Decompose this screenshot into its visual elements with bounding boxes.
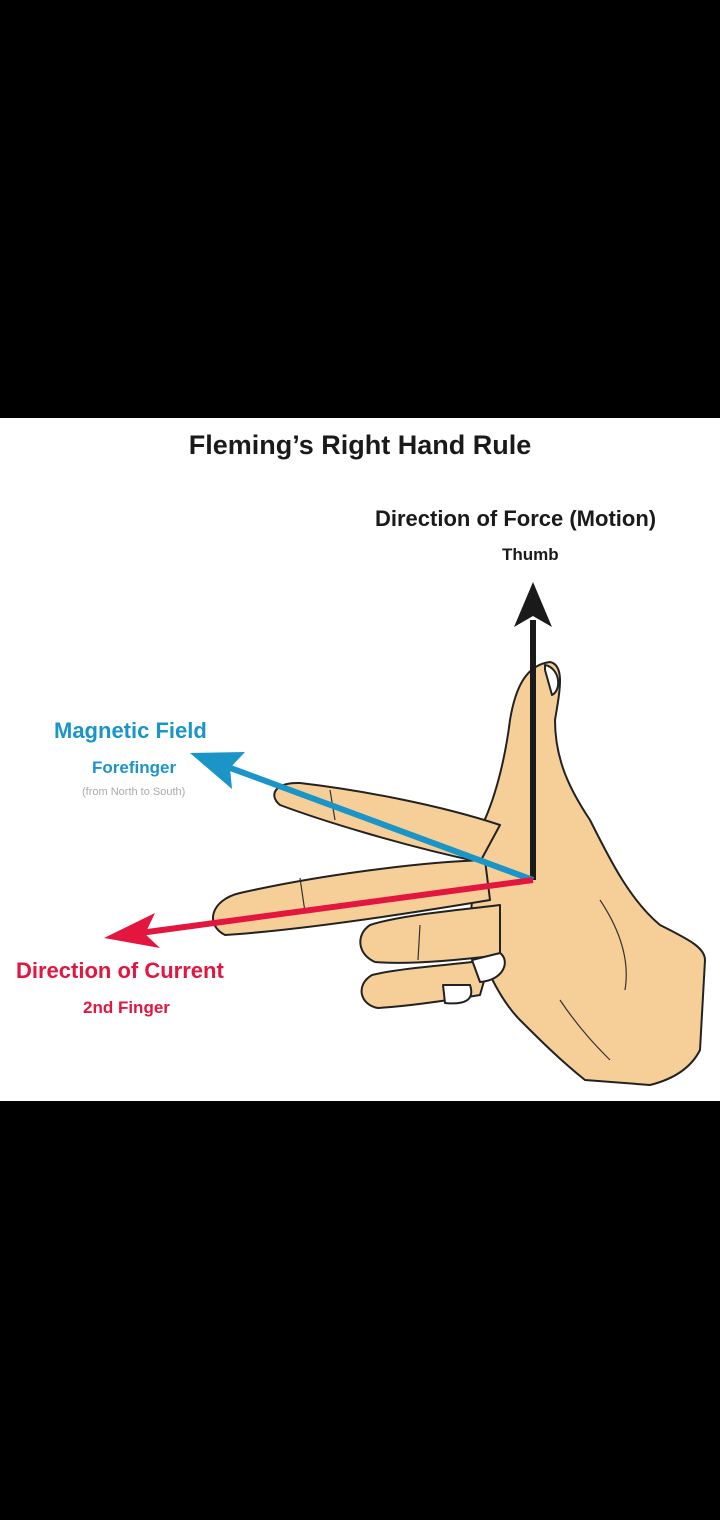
image-viewer: Fleming’s Right Hand Rule Direction of F…: [0, 418, 720, 1101]
thumb-label: Thumb: [502, 545, 559, 564]
palm: [469, 661, 706, 1086]
ring-finger: [359, 904, 501, 964]
field-direction-note: (from North to South): [82, 786, 186, 798]
hand-illustration: [104, 582, 706, 1086]
current-label: Direction of Current: [16, 958, 224, 983]
diagram-title: Fleming’s Right Hand Rule: [188, 430, 532, 460]
magnetic-field-label: Magnetic Field: [54, 718, 207, 743]
force-label: Direction of Force (Motion): [375, 506, 657, 531]
force-arrow: [514, 582, 552, 880]
magnetic-field-arrow: [190, 752, 535, 883]
little-finger: [360, 959, 491, 1009]
current-arrow: [104, 877, 534, 948]
second-finger-label: 2nd Finger: [83, 998, 170, 1017]
forefinger-label: Forefinger: [92, 758, 177, 777]
